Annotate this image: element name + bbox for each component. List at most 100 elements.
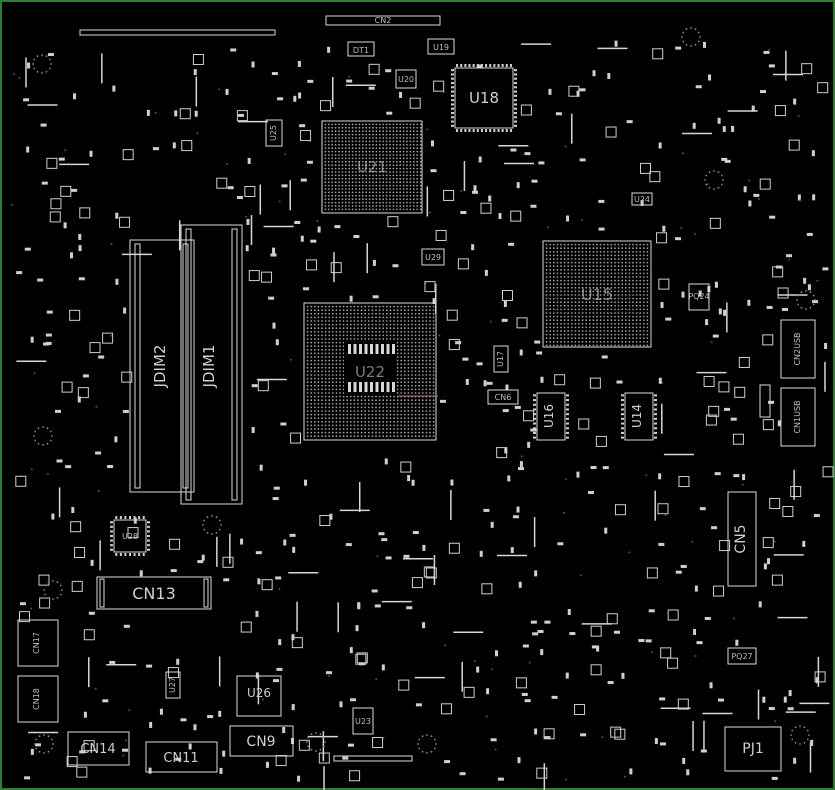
bga-ball (355, 181, 357, 184)
bga-ball (399, 147, 402, 150)
bga-ball (632, 283, 634, 286)
bga-ball (412, 160, 415, 163)
bga-ball (306, 381, 309, 384)
via (94, 687, 97, 690)
via (694, 655, 697, 658)
bga-ball (617, 247, 620, 250)
bga-ball (403, 377, 406, 380)
bga-ball (328, 345, 331, 348)
bga-ball (425, 374, 428, 376)
pin (468, 129, 471, 132)
bga-ball (599, 286, 602, 289)
bga-ball (334, 208, 337, 211)
bga-ball (382, 435, 385, 438)
bga-ball (385, 123, 388, 126)
bga-ball (406, 184, 408, 187)
bga-ball (344, 181, 347, 184)
mount-dot (690, 45, 692, 47)
cn17-connector: CN17 (17, 619, 59, 667)
bga-ball (578, 330, 580, 332)
bga-ball (353, 410, 356, 412)
bga-ball (368, 194, 371, 197)
bga-ball (570, 254, 573, 257)
bga-ball (392, 160, 395, 163)
bga-ball (418, 305, 421, 308)
bga-ball (416, 126, 419, 129)
bga-ball (375, 323, 377, 326)
bga-ball (603, 322, 606, 325)
bga-ball (416, 154, 419, 156)
bga-ball (617, 315, 620, 318)
mount-dot (35, 738, 38, 741)
mount-dot (42, 444, 44, 446)
bga-ball (389, 160, 391, 163)
bga-ball (603, 326, 606, 329)
smd-pad (811, 150, 815, 157)
via (316, 219, 319, 222)
smd-pad (368, 86, 375, 90)
bga-ball (351, 157, 354, 160)
bga-ball (624, 308, 627, 311)
bga-ball (367, 410, 370, 412)
smd-pad (207, 715, 214, 719)
bga-ball (596, 333, 598, 336)
small-part (355, 653, 367, 665)
smd-pad (490, 738, 497, 742)
bga-ball (400, 431, 403, 434)
bga-ball (556, 301, 559, 304)
small-part (119, 216, 131, 228)
cn2-label: CN2 (375, 16, 392, 25)
bga-ball (419, 164, 422, 167)
smd-pad (638, 639, 645, 643)
bga-ball (358, 205, 361, 207)
bga-ball (328, 359, 331, 362)
smd-pad (122, 409, 129, 413)
bga-ball (599, 319, 602, 322)
mount-dot (44, 593, 47, 596)
smd-pad (412, 531, 419, 535)
mount-dot (796, 299, 798, 301)
bga-ball (339, 370, 341, 373)
bga-ball (552, 258, 555, 260)
smd-pad (797, 194, 801, 201)
bga-ball (421, 413, 424, 416)
bga-ball (355, 164, 357, 167)
bga-ball (348, 208, 351, 211)
mount-dot (708, 171, 711, 174)
bga-ball (425, 338, 428, 340)
bga-ball (306, 435, 309, 438)
pin (497, 129, 500, 132)
bga-ball (382, 417, 385, 420)
bga-ball (556, 272, 559, 275)
bga-ball (378, 174, 381, 177)
bga-ball (581, 344, 584, 347)
bga-ball (578, 308, 580, 311)
bga-ball (321, 388, 323, 391)
bga-ball (560, 333, 562, 336)
bga-ball (610, 294, 613, 296)
bga-ball (306, 341, 309, 344)
bga-ball (585, 308, 588, 311)
bga-ball (382, 150, 385, 153)
bga-ball (409, 133, 412, 136)
smd-pad (381, 664, 385, 671)
bga-ball (581, 279, 584, 282)
bga-ball (614, 344, 616, 347)
small-part (649, 171, 661, 183)
smd-pad (730, 417, 737, 421)
bga-ball (599, 326, 602, 329)
bga-ball (382, 420, 385, 423)
bga-ball (339, 413, 341, 416)
smd-pad (472, 190, 479, 194)
u20-chip: U20 (395, 69, 417, 89)
via (546, 226, 549, 229)
bga-ball (552, 312, 555, 314)
bga-ball (393, 338, 395, 340)
bga-ball (389, 154, 391, 156)
bga-ball (393, 327, 395, 330)
bga-ball (360, 320, 363, 322)
bga-ball (321, 424, 323, 427)
bga-ball (324, 420, 327, 423)
bga-ball (389, 137, 391, 139)
bga-ball (355, 143, 357, 146)
